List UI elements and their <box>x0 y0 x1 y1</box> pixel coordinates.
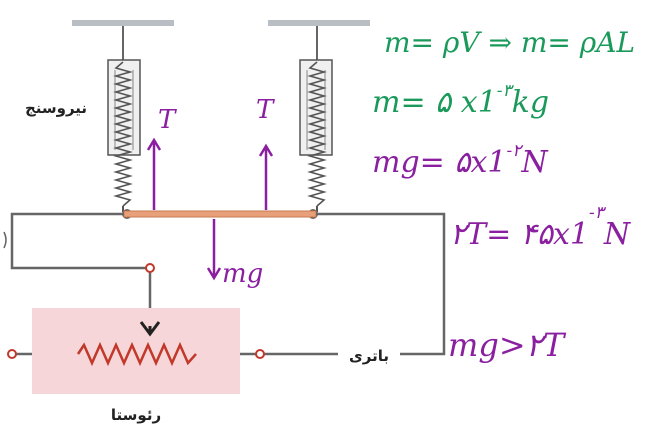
tension-label-left: T <box>158 105 177 135</box>
conducting-rod <box>123 210 317 218</box>
ceiling-mount-left <box>72 20 174 26</box>
battery-label: باتری <box>349 347 389 365</box>
tension-arrow-right <box>258 143 274 210</box>
weight-arrow <box>206 219 222 281</box>
note-mass: m= ۵ x1-۳kg <box>372 81 549 120</box>
weight-label: mg <box>222 259 263 289</box>
spring-balance-left <box>107 59 141 219</box>
tension-arrow-left <box>146 137 162 210</box>
note-tension-sum: ۲T= ۴۵x1-۳N <box>450 203 632 252</box>
note-inequality: mg>۲T <box>448 326 567 364</box>
resistor-zigzag <box>76 341 197 367</box>
ceiling-mount-right <box>268 20 370 26</box>
rheostat-label: رئوستا <box>111 406 161 424</box>
note-weight: mg= ۵x1-۲N <box>372 141 549 180</box>
slider-contact <box>145 263 155 273</box>
note-density: m= ρV ⇒ m= ρAL <box>384 26 635 59</box>
slider-arrow <box>139 321 161 337</box>
spring-balance-label: نیروسنج <box>25 99 87 117</box>
terminal-left <box>7 349 17 359</box>
terminal-right <box>255 349 265 359</box>
tension-label-right: T <box>256 95 275 125</box>
spring-balance-right <box>299 59 333 219</box>
